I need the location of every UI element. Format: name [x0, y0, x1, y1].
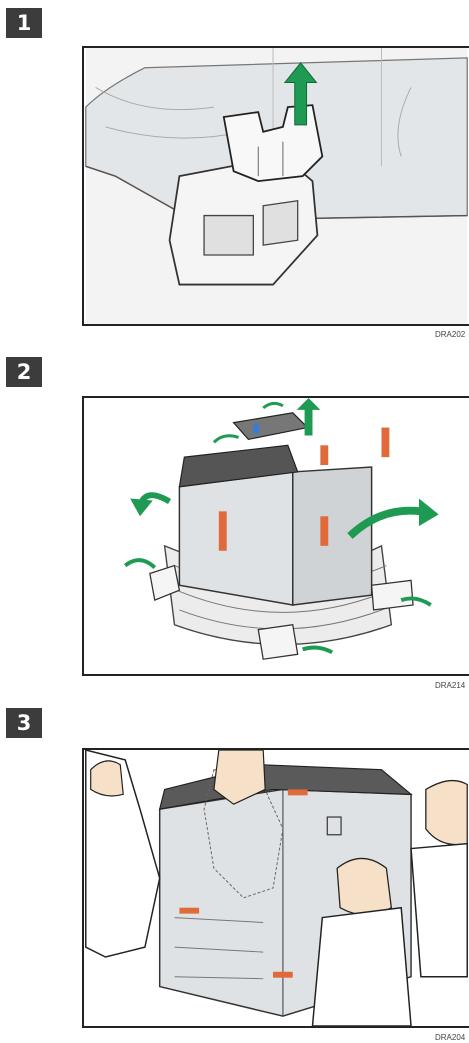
step-3-illustration	[82, 748, 469, 1028]
step-3-drawing	[85, 750, 468, 1026]
step-1-illustration	[82, 46, 469, 326]
step-badge-2: 2	[6, 357, 42, 387]
step-badge-1: 1	[6, 8, 42, 38]
step-1-image-code: DRA202	[435, 330, 466, 339]
step-3-image-code: DRA204	[435, 1033, 466, 1042]
step-2-image-code: DRA214	[435, 681, 466, 690]
step-2-illustration	[82, 396, 469, 676]
step-1-drawing	[85, 48, 468, 324]
step-2-drawing	[85, 398, 468, 674]
step-badge-3: 3	[6, 708, 42, 738]
